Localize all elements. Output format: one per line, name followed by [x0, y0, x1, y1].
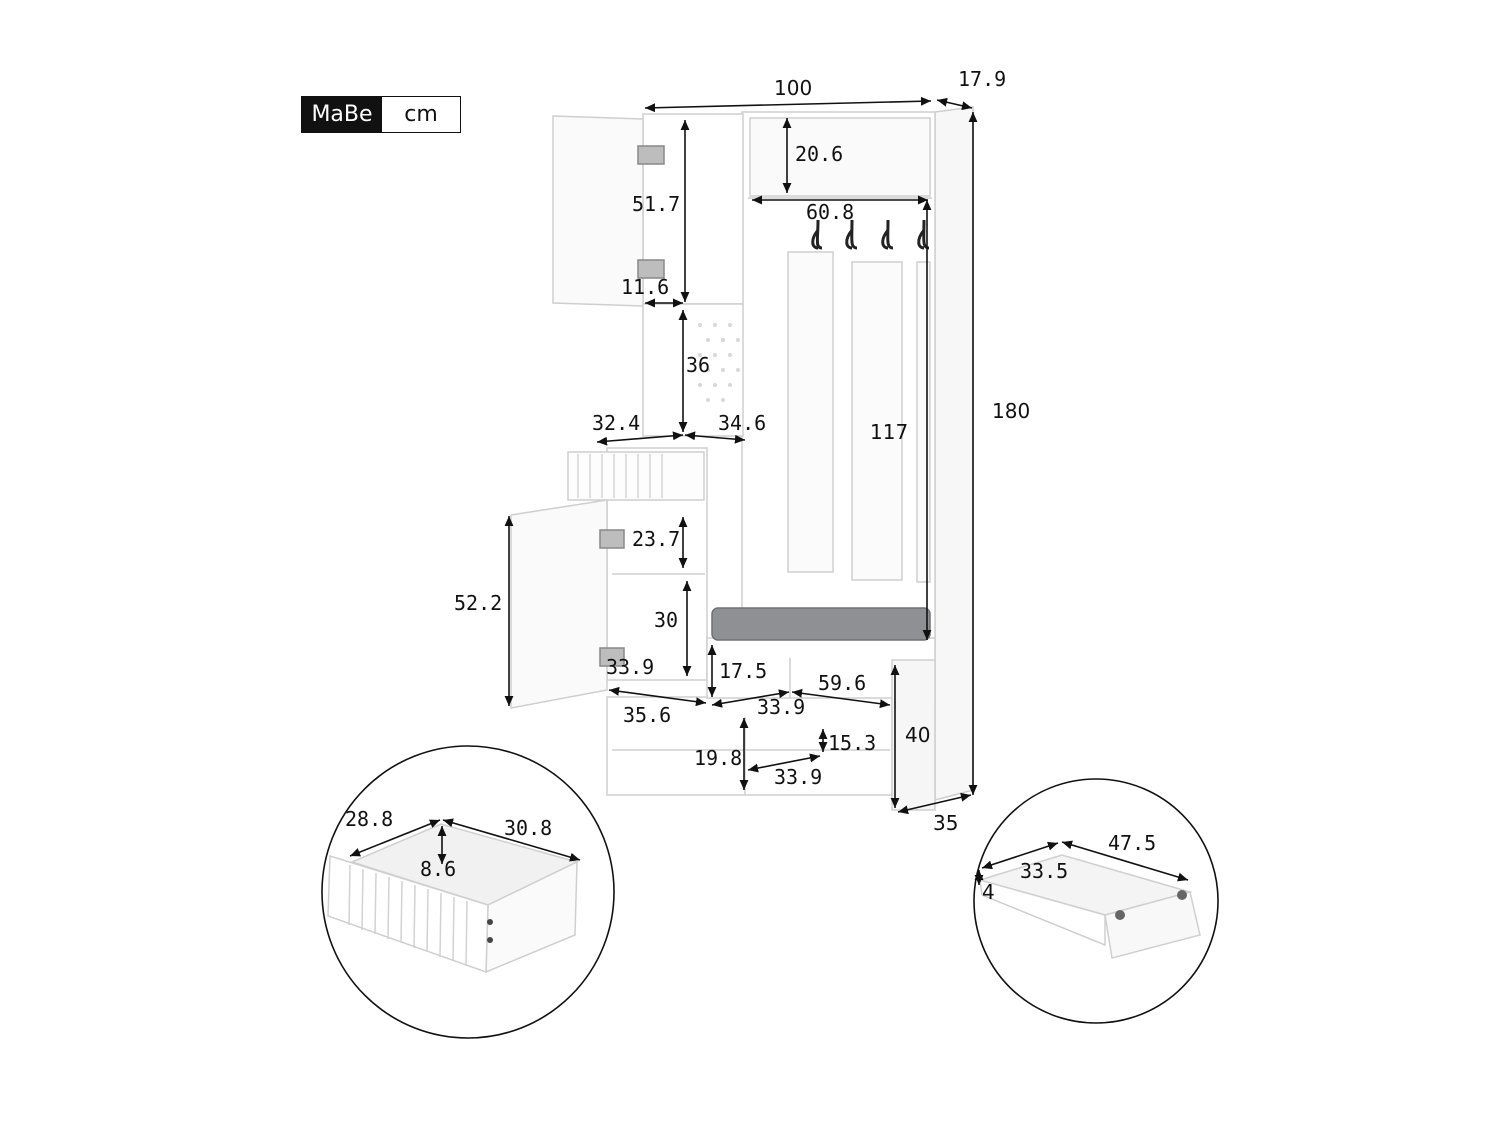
hall-tree-illustration	[510, 106, 974, 811]
label-hall-height: 117	[870, 420, 908, 444]
label-top-shelf: 20.6	[795, 142, 843, 166]
dim-lower-width	[608, 686, 707, 707]
cushion-front	[979, 878, 1106, 947]
back-slat-right	[916, 261, 931, 583]
unit-badge: MaBe cm	[301, 96, 461, 133]
label-bench-cubby: 33.9	[757, 695, 805, 719]
brand-label: MaBe	[302, 97, 382, 132]
back-slat-mid	[851, 261, 903, 581]
label-cushion-thickness: 4	[982, 880, 995, 904]
dim-shelf-left	[596, 431, 684, 446]
label-lower-door: 52.2	[454, 591, 502, 615]
label-lower-compartment: 30	[654, 608, 678, 632]
dim-shelf-right	[684, 431, 746, 444]
label-bottom-cubby-height: 15.3	[828, 731, 876, 755]
label-drawer-height: 8.6	[420, 857, 456, 881]
label-wall-cabinet-depth: 11.6	[621, 275, 669, 299]
perforation-dots	[698, 323, 740, 402]
drawer-detail: 28.8 30.8 8.6	[321, 745, 615, 1039]
hook-2	[845, 219, 858, 250]
unit-label: cm	[404, 102, 438, 127]
lower-hinge-bottom	[599, 647, 625, 667]
label-open-shelf: 36	[686, 353, 710, 377]
drawer-front	[567, 451, 705, 501]
lower-hinge-top	[599, 529, 625, 549]
label-bottom-shelf: 35.6	[623, 703, 671, 727]
label-drawer-compartment: 23.7	[632, 527, 680, 551]
dim-depth-top	[936, 97, 973, 111]
label-bench-depth: 35	[933, 811, 958, 835]
cushion-detail: 47.5 33.5 4	[973, 778, 1219, 1024]
label-wall-cabinet-height: 51.7	[632, 192, 680, 216]
dim-bench-shelf-width	[791, 688, 891, 709]
label-bottom-cubby-width: 33.9	[774, 765, 822, 789]
cushion-tray	[1104, 891, 1201, 959]
label-shelf-right: 34.6	[718, 411, 766, 435]
label-bottom-shelf-height: 19.8	[694, 746, 742, 770]
dim-bench-depth	[897, 792, 972, 815]
hook-3	[881, 219, 894, 250]
label-height-total: 180	[992, 399, 1030, 423]
dimension-labels: 100 17.9 180 20.6 60.8 51.7 11.6 36 32.4…	[454, 67, 1030, 835]
bench-cushion	[711, 607, 931, 641]
upper-hinge-top	[637, 145, 665, 165]
label-hook-rail: 60.8	[806, 200, 854, 224]
open-shelf	[642, 303, 744, 437]
label-lower-width: 33.9	[606, 655, 654, 679]
hook-1	[811, 219, 823, 250]
drawer-flutes	[577, 454, 663, 498]
right-side-panel	[934, 106, 974, 801]
label-bench-height: 40	[905, 723, 930, 747]
label-depth-top: 17.9	[958, 67, 1006, 91]
dimension-lines	[504, 96, 978, 815]
label-cushion-length: 47.5	[1108, 831, 1156, 855]
lower-cabinet-door	[510, 499, 608, 709]
top-shelf-opening	[749, 117, 931, 197]
dim-width-total	[644, 96, 932, 113]
upper-hinge-bottom	[637, 259, 665, 279]
dim-bench-cubby	[711, 689, 790, 708]
dim-bottom-cubby-width	[747, 753, 821, 773]
label-drawer-depth: 28.8	[345, 807, 393, 831]
label-bench-shelf-width: 59.6	[818, 671, 866, 695]
label-bench-shelf: 17.5	[719, 659, 767, 683]
label-drawer-width: 30.8	[504, 816, 552, 840]
label-width-total: 100	[774, 76, 812, 100]
label-cushion-width: 33.5	[1020, 859, 1068, 883]
back-slat-left	[787, 251, 834, 573]
bottom-shoe-shelf	[606, 696, 893, 796]
label-shelf-left: 32.4	[592, 411, 640, 435]
